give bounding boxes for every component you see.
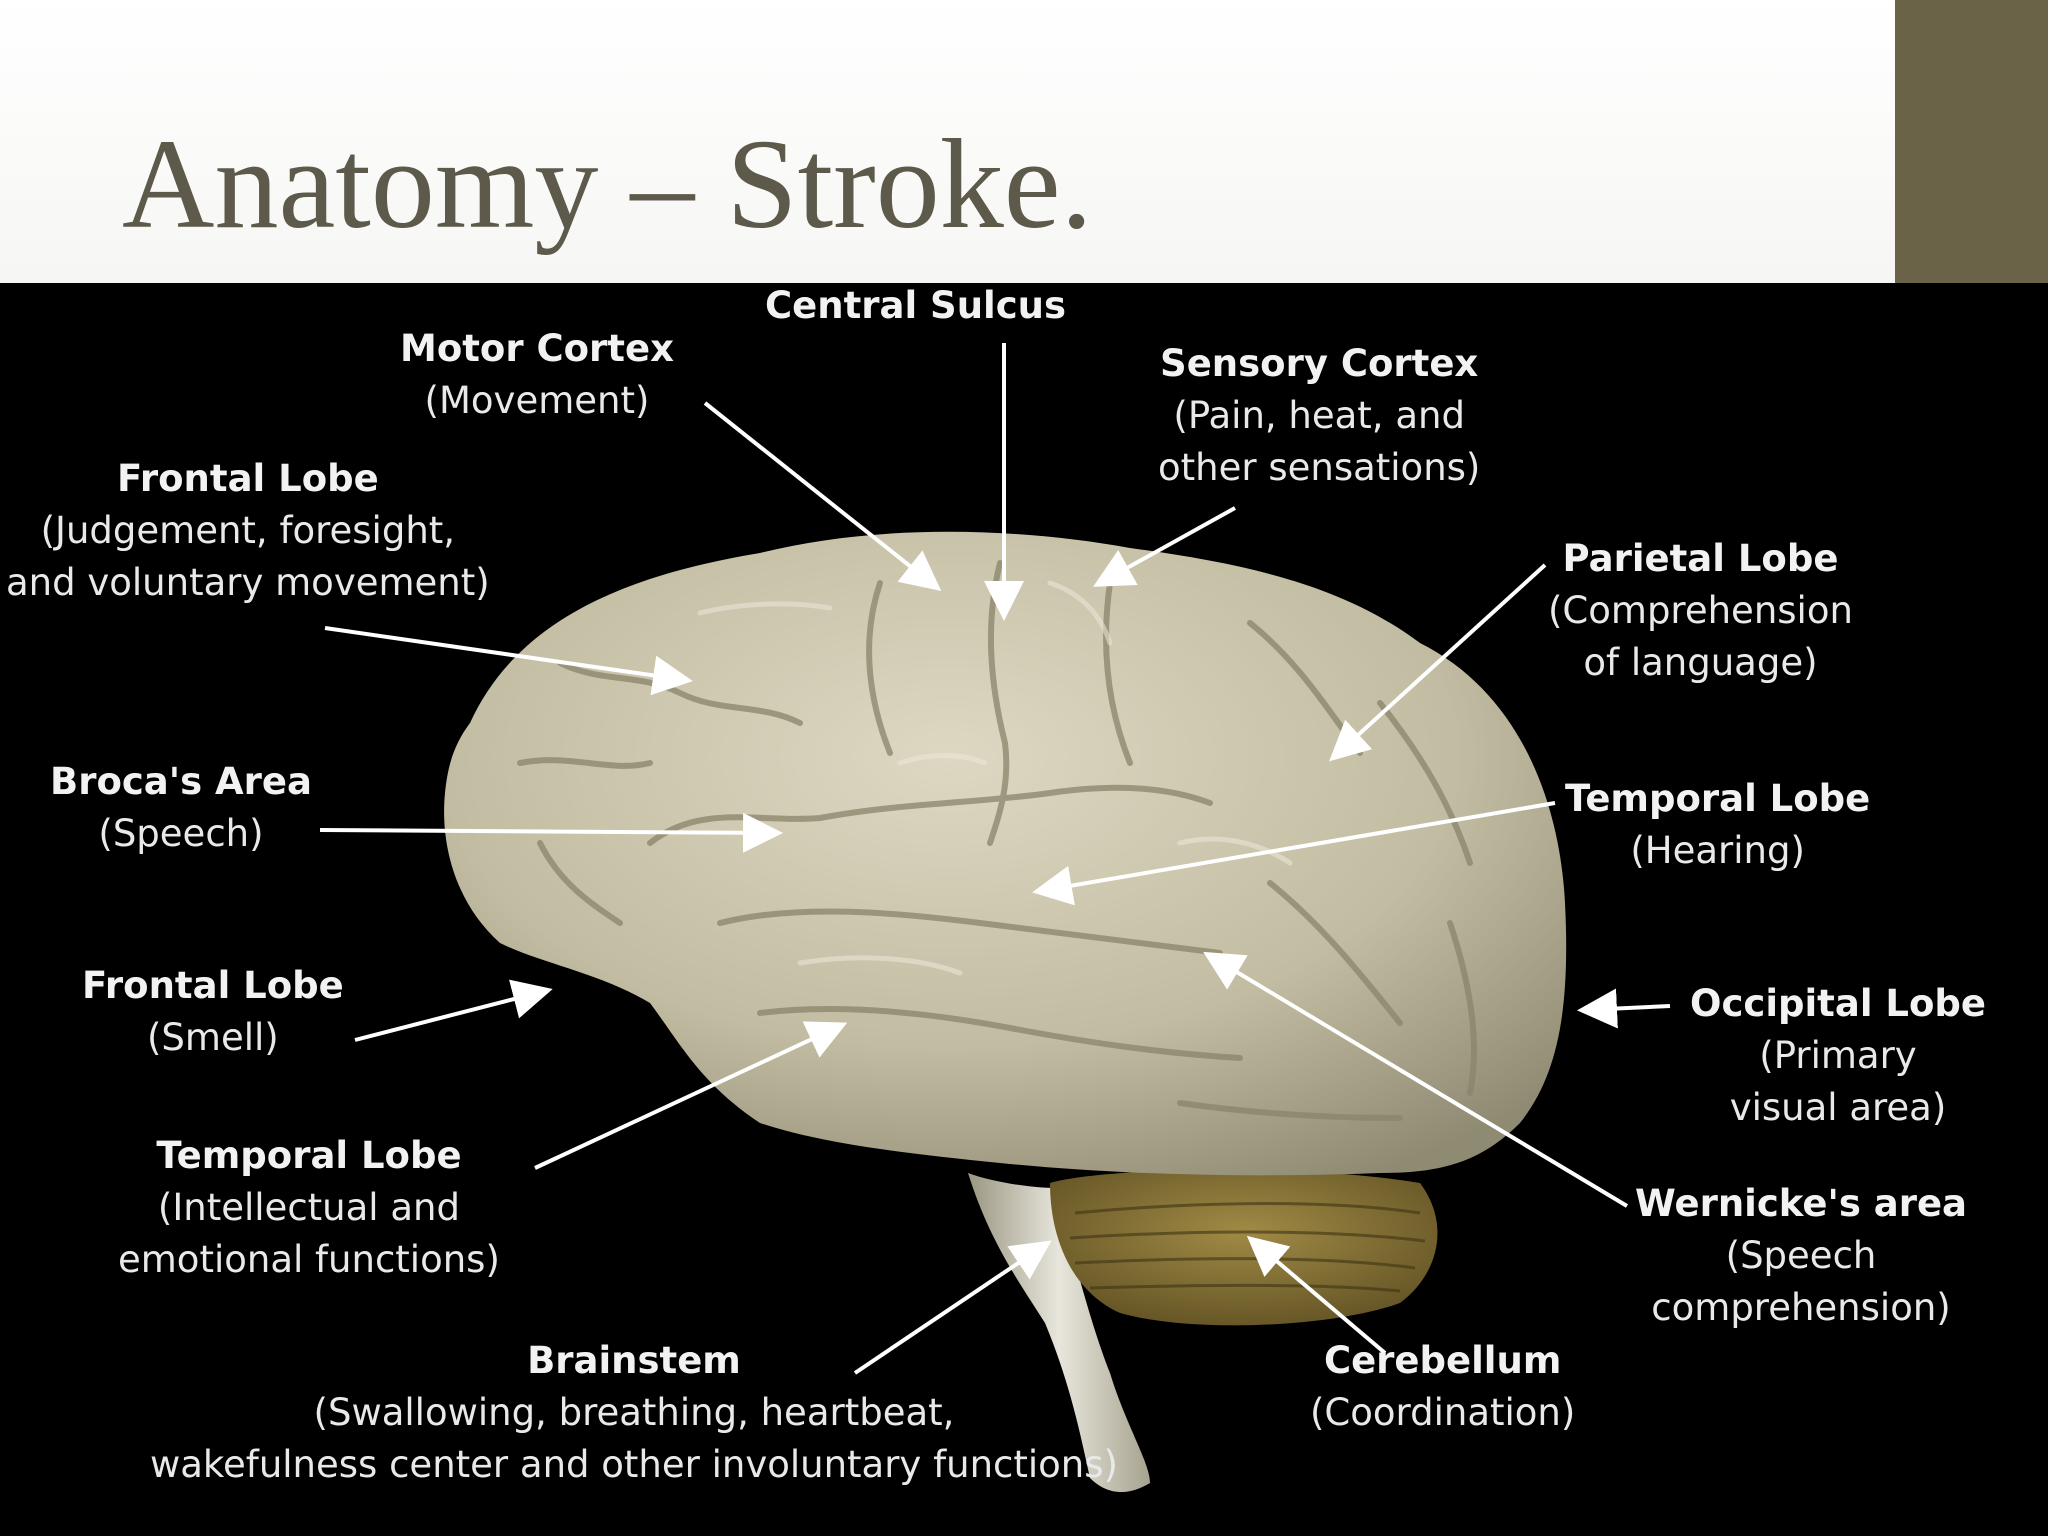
label-frontal-lobe-lower-name: Frontal Lobe xyxy=(82,964,344,1007)
pointer-occipital-lobe xyxy=(1577,988,1671,1029)
label-temporal-lobe-right: Temporal Lobe (Hearing) xyxy=(1565,773,1870,877)
pointer-cerebellum xyxy=(1246,1235,1387,1355)
label-motor-cortex: Motor Cortex (Movement) xyxy=(400,323,674,427)
label-brainstem-name: Brainstem xyxy=(527,1339,741,1382)
label-frontal-lobe-lower-desc: (Smell) xyxy=(146,1016,279,1059)
pointer-parietal-lobe xyxy=(1329,563,1547,762)
label-central-sulcus: Central Sulcus xyxy=(765,283,1066,332)
label-parietal-lobe-name: Parietal Lobe xyxy=(1562,537,1839,580)
pointer-wernickes-area xyxy=(1203,951,1629,1208)
pointer-frontal-lobe-upper xyxy=(324,626,693,696)
label-brocas-area-name: Broca's Area xyxy=(50,760,312,803)
pointer-brainstem xyxy=(853,1240,1052,1375)
brain-illustration xyxy=(319,343,1671,1493)
cerebellum-shape xyxy=(1050,1169,1438,1326)
pointer-temporal-lobe-left xyxy=(534,1021,848,1170)
accent-bar xyxy=(1895,0,2048,283)
label-wernickes-area: Wernicke's area (Speech comprehension) xyxy=(1635,1178,1967,1334)
brain-highlights xyxy=(697,580,1293,976)
label-cerebellum-name: Cerebellum xyxy=(1323,1339,1562,1382)
label-parietal-lobe: Parietal Lobe (Comprehension of language… xyxy=(1548,533,1853,689)
label-temporal-lobe-left-desc-1: (Intellectual and xyxy=(157,1186,460,1229)
label-frontal-lobe-upper-desc-1: (Judgement, foresight, xyxy=(40,509,456,552)
label-cerebellum-desc: (Coordination) xyxy=(1310,1391,1576,1434)
label-temporal-lobe-right-desc: (Hearing) xyxy=(1630,829,1805,872)
label-occipital-lobe-desc-2: visual area) xyxy=(1729,1086,1947,1129)
label-wernickes-area-name: Wernicke's area xyxy=(1635,1182,1968,1225)
label-brocas-area-desc: (Speech) xyxy=(98,812,264,855)
label-cerebellum: Cerebellum (Coordination) xyxy=(1310,1335,1575,1439)
label-occipital-lobe-desc-1: (Primary xyxy=(1759,1034,1917,1077)
label-parietal-lobe-desc-1: (Comprehension xyxy=(1548,589,1853,632)
label-brainstem: Brainstem (Swallowing, breathing, heartb… xyxy=(150,1335,1118,1491)
label-wernickes-area-desc-1: (Speech xyxy=(1725,1234,1877,1277)
label-temporal-lobe-left-desc-2: emotional functions) xyxy=(118,1238,500,1281)
label-brocas-area: Broca's Area (Speech) xyxy=(50,756,312,860)
pointer-sensory-cortex xyxy=(1093,506,1236,587)
label-sensory-cortex-desc-2: other sensations) xyxy=(1158,446,1481,489)
label-central-sulcus-name: Central Sulcus xyxy=(765,284,1067,327)
label-sensory-cortex: Sensory Cortex (Pain, heat, and other se… xyxy=(1158,338,1480,494)
cerebrum-shape xyxy=(444,531,1567,1176)
pointer-temporal-lobe-right xyxy=(1032,801,1556,906)
label-frontal-lobe-lower: Frontal Lobe (Smell) xyxy=(82,960,344,1064)
label-brainstem-desc-2: wakefulness center and other involuntary… xyxy=(150,1443,1118,1486)
label-frontal-lobe-upper-desc-2: and voluntary movement) xyxy=(6,561,490,604)
label-parietal-lobe-desc-2: of language) xyxy=(1583,641,1818,684)
cerebellum-folia xyxy=(1069,1202,1426,1293)
label-frontal-lobe-upper: Frontal Lobe (Judgement, foresight, and … xyxy=(6,453,490,609)
pointer-frontal-lobe-lower xyxy=(354,979,553,1042)
label-wernickes-area-desc-2: comprehension) xyxy=(1651,1286,1951,1329)
label-temporal-lobe-left: Temporal Lobe (Intellectual and emotiona… xyxy=(118,1130,500,1286)
label-sensory-cortex-desc-1: (Pain, heat, and xyxy=(1173,394,1465,437)
slide-header xyxy=(0,0,1895,283)
pointer-brocas-area xyxy=(319,812,783,853)
label-brainstem-desc-1: (Swallowing, breathing, heartbeat, xyxy=(313,1391,955,1434)
pointer-motor-cortex xyxy=(703,401,942,591)
label-frontal-lobe-upper-name: Frontal Lobe xyxy=(116,457,379,500)
label-motor-cortex-desc: (Movement) xyxy=(424,379,650,422)
label-occipital-lobe-name: Occipital Lobe xyxy=(1690,982,1986,1025)
slide-title: Anatomy – Stroke. xyxy=(122,113,1093,255)
pointer-lines xyxy=(319,343,1671,1375)
label-temporal-lobe-left-name: Temporal Lobe xyxy=(156,1134,462,1177)
label-motor-cortex-name: Motor Cortex xyxy=(400,327,674,370)
label-occipital-lobe: Occipital Lobe (Primary visual area) xyxy=(1690,978,1986,1134)
brain-diagram: Central Sulcus Motor Cortex (Movement) S… xyxy=(0,283,2048,1536)
label-sensory-cortex-name: Sensory Cortex xyxy=(1160,342,1479,385)
label-temporal-lobe-right-name: Temporal Lobe xyxy=(1565,777,1871,820)
